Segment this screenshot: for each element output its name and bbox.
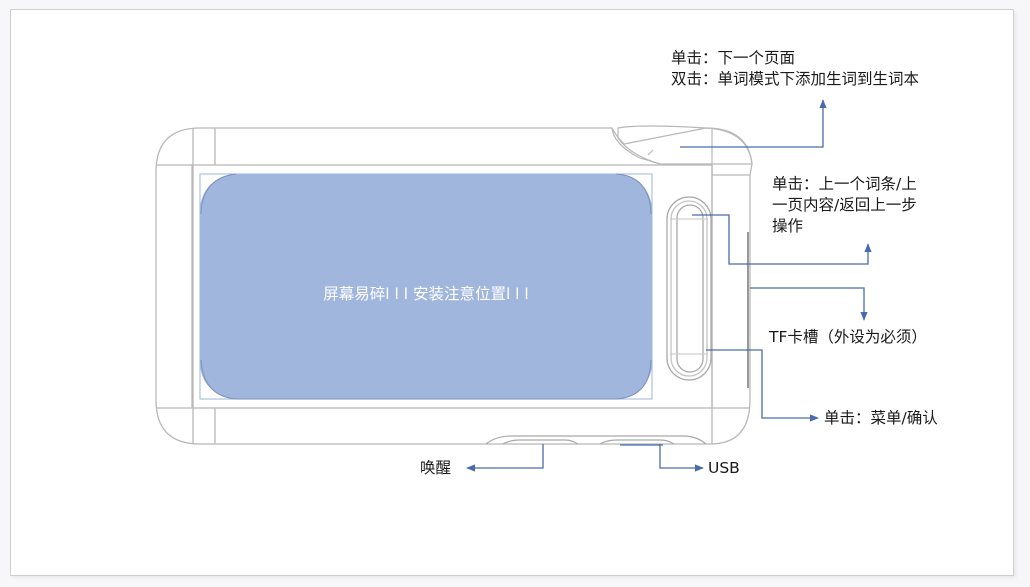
side-up-line-3: 操作 xyxy=(772,217,804,235)
device-body xyxy=(155,127,753,445)
side-up-line-1: 单击：上一个词条/上 xyxy=(772,175,917,193)
top-button-single-click: 单击：下一个页面 xyxy=(671,49,796,67)
side-up-line-2: 一页内容/返回上一步 xyxy=(772,196,917,214)
screen-warning-label: 屏幕易碎l l l 安装注意位置l l l xyxy=(323,285,529,303)
top-button-callout: 单击：下一个页面 双击：单词模式下添加生词到生词本 xyxy=(671,48,919,90)
bottom-buttons xyxy=(485,435,707,445)
top-button xyxy=(611,125,753,166)
tf-slot-callout: TF卡槽（外设为必须） xyxy=(769,328,927,346)
wake-button-callout: 唤醒 xyxy=(420,459,452,477)
side-button-down-callout: 单击：菜单/确认 xyxy=(824,409,938,427)
top-button-double-click: 双击：单词模式下添加生词到生词本 xyxy=(671,70,920,88)
usb-port-callout: USB xyxy=(708,459,740,477)
callout-lines xyxy=(466,99,872,472)
side-button-up-callout: 单击：上一个词条/上 一页内容/返回上一步 操作 xyxy=(772,174,917,237)
screen xyxy=(200,174,652,399)
side-button xyxy=(666,196,712,381)
